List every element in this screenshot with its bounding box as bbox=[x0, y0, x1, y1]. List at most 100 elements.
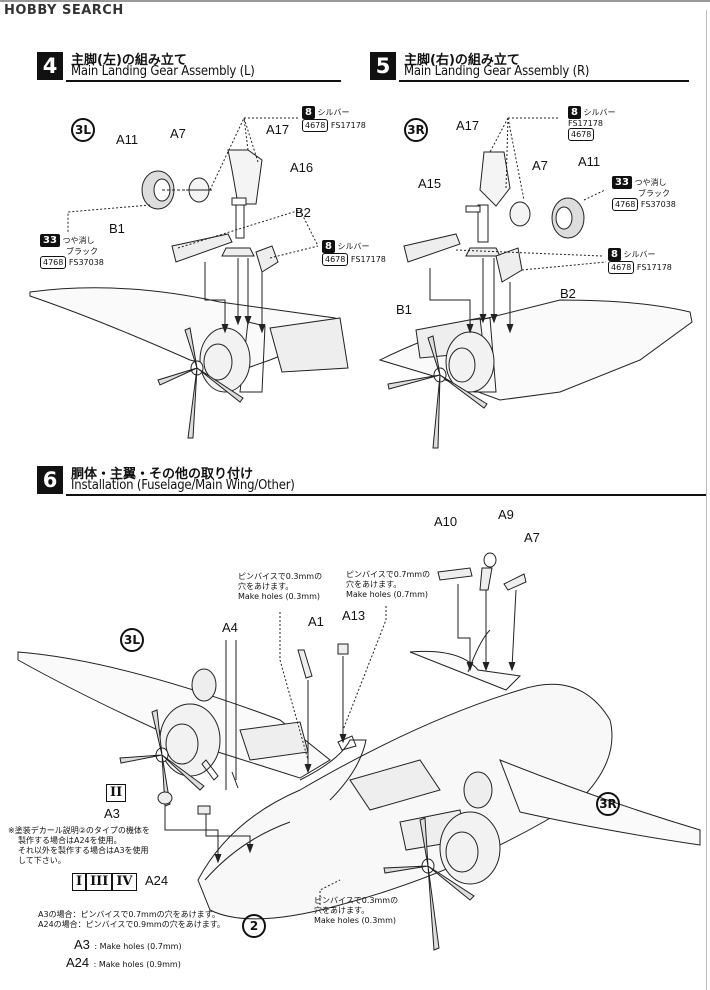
note-line-2: 製作する場合はA24を使用。 bbox=[18, 836, 122, 845]
part-label-a4: A4 bbox=[222, 620, 238, 635]
note-a3-a24-cases: A3の場合：ピンバイスで0.7mmの穴をあけます。 A24の場合：ピンバイスで0… bbox=[38, 910, 225, 930]
step5-parts-art bbox=[403, 117, 607, 334]
part-label-a11: A11 bbox=[116, 132, 139, 147]
step-4-underline bbox=[66, 80, 341, 82]
paint-name-2: ブラック bbox=[638, 189, 670, 198]
note-jp-1: ピンバイスで0.3mmの bbox=[238, 572, 323, 581]
note-jp-1: ピンバイスで0.7mmの bbox=[346, 570, 431, 579]
paint-code: 4678 bbox=[322, 253, 349, 266]
paint-number: 8 bbox=[608, 248, 621, 261]
note-en: Make holes (0.3mm) bbox=[314, 916, 396, 925]
legend-a3-make: : Make holes (0.7mm) bbox=[94, 942, 182, 951]
subassembly-3R-badge-s6: 3R bbox=[596, 792, 620, 816]
paint-code: 4768 bbox=[612, 198, 639, 211]
note-hole-03-top: ピンバイスで0.3mmの 穴をあけます。 Make holes (0.3mm) bbox=[238, 572, 322, 602]
type-badge-iv: IV bbox=[112, 873, 137, 891]
step5-wing-art bbox=[378, 299, 693, 449]
paint-number: 33 bbox=[40, 234, 60, 247]
note-jp-2: 穴をあけます。 bbox=[314, 906, 370, 915]
paint-callout-flat-black-b: 33 つや消し ブラック 4768 FS37038 bbox=[612, 176, 676, 211]
step4-parts-art bbox=[67, 117, 319, 334]
note-line-1: ※塗装デカール説明②のタイプの機体を bbox=[8, 826, 150, 835]
step-6-number: 6 bbox=[37, 466, 63, 494]
note-line-3: それ以外を製作する場合はA3を使用 bbox=[18, 846, 149, 855]
paint-fs: FS17178 bbox=[330, 121, 366, 130]
paint-code: 4678 bbox=[302, 119, 329, 132]
paint-name: シルバー bbox=[337, 242, 370, 251]
step-6-underline bbox=[66, 494, 706, 496]
note-jp-2: 穴をあけます。 bbox=[238, 582, 294, 591]
part-label-b2: B2 bbox=[295, 205, 311, 220]
step-4-number: 4 bbox=[37, 52, 63, 80]
paint-number: 8 bbox=[322, 240, 335, 253]
part-label-b2-r: B2 bbox=[560, 286, 576, 301]
part-label-a3: A3 bbox=[104, 806, 120, 821]
paint-code: 4678 bbox=[568, 128, 595, 141]
paint-number: 8 bbox=[302, 106, 315, 119]
note-a24-case: A24の場合：ピンバイスで0.9mmの穴をあけます。 bbox=[38, 920, 225, 929]
note-a3-case: A3の場合：ピンバイスで0.7mmの穴をあけます。 bbox=[38, 910, 220, 919]
paint-callout-silver-d: 8 シルバー 4678 FS17178 bbox=[608, 248, 672, 274]
part-label-a24: A24 bbox=[144, 873, 169, 888]
part-label-a7: A7 bbox=[170, 126, 186, 141]
note-jp-2: 穴をあけます。 bbox=[346, 580, 402, 589]
step-4-title-jp: 主脚(左)の組み立て bbox=[71, 53, 187, 68]
paint-callout-silver-b: 8 シルバー 4678 FS17178 bbox=[322, 240, 386, 266]
note-hole-03-bottom: ピンバイスで0.3mmの 穴をあけます。 Make holes (0.3mm) bbox=[314, 896, 398, 926]
step-5-underline bbox=[399, 80, 689, 82]
step-5-title-en: Main Landing Gear Assembly (R) bbox=[404, 64, 590, 79]
paint-name: つや消し bbox=[634, 178, 667, 187]
step4-wing-art bbox=[29, 287, 349, 439]
step-6-title-jp: 胴体・主翼・その他の取り付け bbox=[71, 467, 254, 482]
paint-fs: FS17178 bbox=[350, 255, 386, 264]
part-label-a7-r: A7 bbox=[532, 158, 548, 173]
paint-name-2: ブラック bbox=[66, 247, 98, 256]
note-decal-type: ※塗装デカール説明②のタイプの機体を 製作する場合はA24を使用。 それ以外を製… bbox=[8, 826, 150, 866]
paint-callout-flat-black-a: 33 つや消し ブラック 4768 FS37038 bbox=[40, 234, 104, 269]
subassembly-3L-badge-s6: 3L bbox=[120, 628, 144, 652]
paint-fs: FS37038 bbox=[68, 258, 104, 267]
paint-name: シルバー bbox=[317, 108, 350, 117]
part-label-a17: A17 bbox=[266, 122, 290, 137]
paint-name: つや消し bbox=[62, 236, 95, 245]
paint-fs: FS17178 bbox=[636, 263, 672, 272]
part-label-a13: A13 bbox=[342, 608, 366, 623]
subassembly-2-badge: 2 bbox=[242, 914, 266, 938]
note-en: Make holes (0.3mm) bbox=[238, 592, 320, 601]
paint-callout-silver-a: 8 シルバー 4678 FS17178 bbox=[302, 106, 366, 132]
paint-fs: FS17178 bbox=[568, 119, 603, 128]
paint-name: シルバー bbox=[623, 250, 656, 259]
step-4-title-en: Main Landing Gear Assembly (L) bbox=[71, 64, 255, 79]
part-label-a1: A1 bbox=[308, 614, 324, 629]
subassembly-3R-badge: 3R bbox=[404, 118, 428, 142]
legend-a24-make: : Make holes (0.9mm) bbox=[93, 960, 181, 969]
paint-code: 4768 bbox=[40, 256, 67, 269]
note-line-4: して下さい。 bbox=[18, 856, 66, 865]
step-6-title-en: Installation (Fuselage/Main Wing/Other) bbox=[71, 478, 295, 493]
part-label-a7-s6: A7 bbox=[524, 530, 540, 545]
site-logo: HOBBY SEARCH bbox=[4, 3, 124, 18]
step-5-title-jp: 主脚(右)の組み立て bbox=[404, 53, 520, 68]
legend-a3: A3 : Make holes (0.7mm) bbox=[74, 936, 182, 954]
part-label-a9: A9 bbox=[498, 507, 514, 522]
subassembly-3L-badge: 3L bbox=[71, 118, 95, 142]
type-badge-ii: II bbox=[106, 784, 127, 802]
type-badge-i: I bbox=[72, 873, 87, 891]
part-label-a10: A10 bbox=[434, 514, 458, 529]
step6-parts-art bbox=[157, 552, 527, 905]
note-hole-07-top: ピンバイスで0.7mmの 穴をあけます。 Make holes (0.7mm) bbox=[346, 570, 430, 600]
legend-a24-part: A24 bbox=[66, 955, 90, 970]
part-label-b1: B1 bbox=[109, 221, 125, 236]
right-border bbox=[706, 10, 707, 990]
paint-name: シルバー bbox=[583, 108, 616, 117]
step-5-number: 5 bbox=[370, 52, 396, 80]
paint-callout-silver-c: 8 シルバー FS17178 4678 bbox=[568, 106, 616, 141]
paint-fs: FS37038 bbox=[640, 200, 676, 209]
paint-code: 4678 bbox=[608, 261, 635, 274]
note-jp-1: ピンバイスで0.3mmの bbox=[314, 896, 399, 905]
part-label-a16: A16 bbox=[290, 160, 314, 175]
legend-a3-part: A3 bbox=[74, 937, 90, 952]
legend-a24: A24 : Make holes (0.9mm) bbox=[66, 954, 181, 972]
